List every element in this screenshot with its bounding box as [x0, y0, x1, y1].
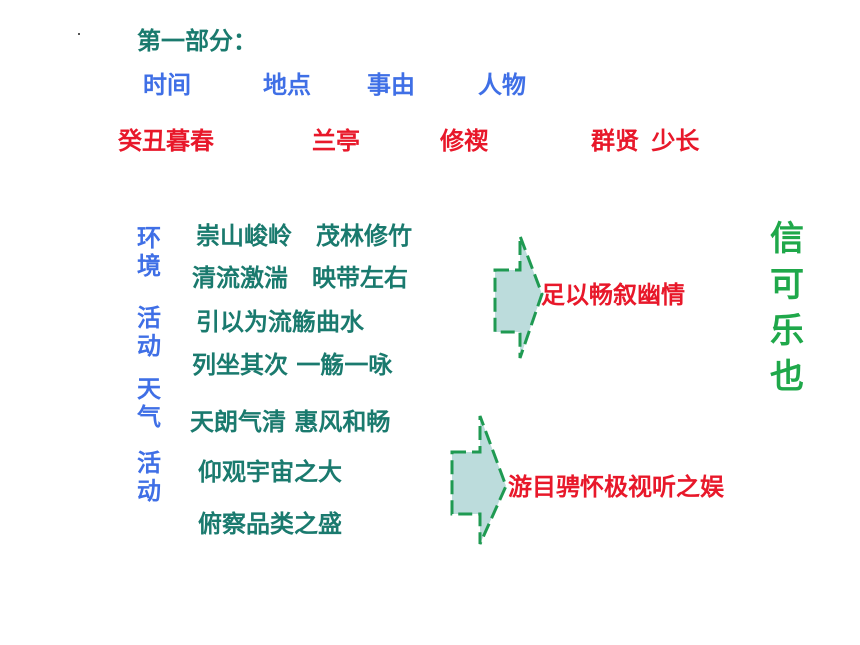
label-activity-1-text: 活动 [137, 304, 161, 360]
final-char-3: 乐 [770, 311, 804, 351]
phrase-weather: 天朗气清 惠风和畅 [190, 408, 391, 436]
element-place: 地点 [263, 71, 311, 99]
phrase-winding-water: 引以为流觞曲水 [196, 308, 364, 336]
final-char-4: 也 [770, 357, 804, 397]
phrase-look-down: 俯察品类之盛 [198, 510, 342, 538]
element-people: 人物 [478, 71, 526, 99]
element-time: 时间 [143, 71, 191, 99]
label-weather: 天气 [136, 375, 166, 431]
detail-time: 癸丑暮春 [118, 127, 214, 155]
section-title: 第一部分： [137, 27, 257, 55]
arrow-2-icon [450, 415, 508, 545]
label-environment-text: 环境 [137, 224, 161, 280]
element-cause: 事由 [367, 71, 415, 99]
label-weather-text: 天气 [137, 375, 161, 431]
final-char-1: 信 [770, 219, 804, 259]
detail-place: 兰亭 [312, 127, 360, 155]
dot-mark [78, 33, 80, 35]
phrase-mountains: 崇山峻岭 茂林修竹 [196, 222, 412, 250]
label-activity-2: 活动 [136, 449, 166, 505]
conclusion-1: 足以畅叙幽情 [541, 281, 685, 309]
label-activity-1: 活动 [136, 304, 166, 360]
arrow-1-icon [493, 235, 544, 359]
phrase-streams: 清流激湍 映带左右 [192, 264, 408, 292]
detail-people: 群贤 少长 [591, 127, 700, 155]
phrase-seated: 列坐其次 一觞一咏 [192, 351, 393, 379]
final-char-2: 可 [770, 265, 804, 305]
phrase-look-up: 仰观宇宙之大 [198, 458, 342, 486]
label-activity-2-text: 活动 [137, 449, 161, 505]
detail-cause: 修禊 [440, 127, 488, 155]
label-environment: 环境 [136, 224, 166, 280]
conclusion-2: 游目骋怀极视听之娱 [508, 473, 724, 501]
